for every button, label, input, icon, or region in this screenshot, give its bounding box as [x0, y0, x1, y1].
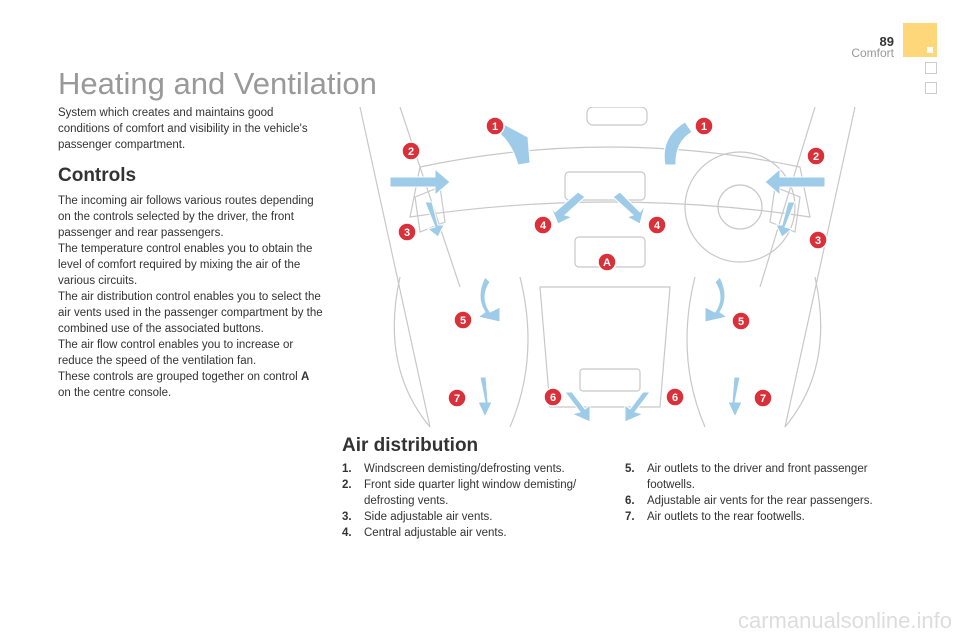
marker-7: 7 [447, 388, 467, 408]
paragraph: The air flow control enables you to incr… [58, 339, 294, 367]
marker-1: 1 [485, 116, 505, 136]
marker-2: 2 [806, 146, 826, 166]
svg-text:A: A [603, 257, 611, 269]
list-item: 7.Air outlets to the rear footwells. [625, 511, 805, 523]
air-distribution-list-right: 5.Air outlets to the driver and front pa… [625, 461, 887, 525]
marker-6: 6 [543, 387, 563, 407]
svg-text:1: 1 [701, 121, 707, 133]
air-distribution-list-left: 1.Windscreen demisting/defrosting vents.… [342, 461, 597, 541]
list-item: 4.Central adjustable air vents. [342, 527, 507, 539]
paragraph: These controls are grouped together on c… [58, 371, 310, 399]
marker-a: A [597, 252, 617, 272]
marker-5: 5 [731, 311, 751, 331]
controls-text: The incoming air follows various routes … [58, 193, 323, 401]
svg-text:1: 1 [492, 121, 498, 133]
svg-text:2: 2 [408, 146, 414, 158]
air-distribution-heading: Air distribution [342, 435, 479, 456]
paragraph: The air distribution control enables you… [58, 291, 323, 335]
marker-4: 4 [533, 215, 553, 235]
section-name: Comfort [851, 46, 894, 60]
list-item: 5.Air outlets to the driver and front pa… [625, 463, 868, 491]
dashboard-illustration: 1 1 2 2 3 3 4 4 A 5 5 6 6 7 7 [359, 107, 856, 428]
marker-1: 1 [694, 116, 714, 136]
marker-6: 6 [665, 387, 685, 407]
svg-text:3: 3 [815, 235, 821, 247]
marker-4: 4 [647, 215, 667, 235]
section-tab[interactable] [903, 23, 937, 57]
svg-text:7: 7 [760, 393, 766, 405]
svg-text:4: 4 [654, 220, 661, 232]
svg-text:6: 6 [550, 392, 556, 404]
intro-text: System which creates and maintains good … [58, 107, 308, 151]
svg-text:7: 7 [454, 393, 460, 405]
svg-text:6: 6 [672, 392, 678, 404]
list-item: 6.Adjustable air vents for the rear pass… [625, 495, 873, 507]
controls-heading: Controls [58, 165, 137, 186]
section-tab-empty[interactable] [925, 82, 937, 94]
paragraph: The incoming air follows various routes … [58, 195, 314, 239]
svg-text:2: 2 [813, 151, 819, 163]
svg-text:3: 3 [404, 227, 410, 239]
list-item: 1.Windscreen demisting/defrosting vents. [342, 463, 565, 475]
section-tab-empty[interactable] [925, 62, 937, 74]
list-item: 2.Front side quarter light window demist… [342, 479, 577, 507]
page-title: Heating and Ventilation [58, 66, 377, 101]
marker-3: 3 [808, 230, 828, 250]
list-item: 3.Side adjustable air vents. [342, 511, 493, 523]
marker-3: 3 [397, 222, 417, 242]
page-number: 89 [879, 34, 894, 49]
svg-text:5: 5 [460, 315, 466, 327]
svg-text:5: 5 [738, 316, 744, 328]
marker-7: 7 [753, 388, 773, 408]
watermark: carmanualsonline.info [737, 608, 952, 633]
paragraph: The temperature control enables you to o… [58, 243, 313, 287]
marker-5: 5 [453, 310, 473, 330]
svg-text:4: 4 [540, 220, 547, 232]
marker-2: 2 [401, 141, 421, 161]
